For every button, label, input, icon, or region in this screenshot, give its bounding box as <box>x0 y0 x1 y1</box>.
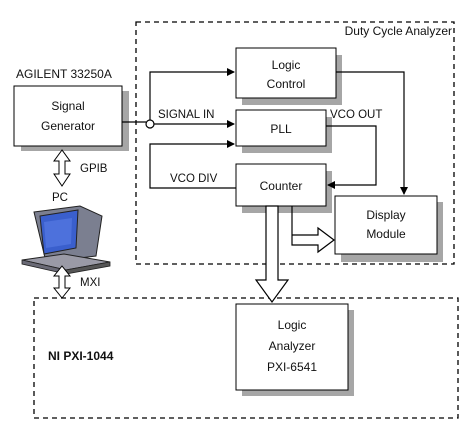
duty-cycle-analyzer-group <box>135 21 455 265</box>
counter-to-logic-analyzer-arrow <box>254 205 290 304</box>
pll-block: PLL <box>235 109 327 147</box>
logic-analyzer-line3: PXI-6541 <box>267 360 317 374</box>
logic-control-block: Logic Control <box>235 47 337 99</box>
counter-block: Counter <box>235 163 327 207</box>
signal-generator-line1: Signal <box>51 99 84 113</box>
gpib-double-arrow <box>53 149 71 187</box>
mxi-double-arrow <box>52 265 72 299</box>
logic-analyzer-line2: Analyzer <box>269 339 316 353</box>
ni-pxi-group <box>33 297 459 419</box>
vco-out-label: VCO OUT <box>330 109 382 121</box>
signal-in-label: SIGNAL IN <box>158 109 214 121</box>
gpib-label: GPIB <box>80 163 108 175</box>
display-module-block: Display Module <box>334 195 438 255</box>
ni-pxi-title: NI PXI-1044 <box>48 349 114 363</box>
pll-label: PLL <box>270 122 292 136</box>
agilent-title: AGILENT 33250A <box>16 67 112 81</box>
pc-label: PC <box>52 192 68 204</box>
logic-control-to-display <box>336 71 408 195</box>
counter-to-display-arrow <box>291 206 335 254</box>
vco-div-wire <box>149 140 236 189</box>
signal-generator-block: Signal Generator <box>13 85 123 147</box>
display-module-line1: Display <box>366 208 405 222</box>
connectors <box>122 68 408 195</box>
signal-generator-line2: Generator <box>41 119 95 133</box>
logic-analyzer-line1: Logic <box>278 318 307 332</box>
vco-out-wire <box>326 125 377 189</box>
signal-to-logic-control <box>149 68 235 120</box>
vco-div-label: VCO DIV <box>170 173 218 185</box>
logic-analyzer-block: Logic Analyzer PXI-6541 <box>235 303 349 391</box>
counter-label: Counter <box>260 179 303 193</box>
mxi-label: MXI <box>80 277 100 289</box>
logic-control-line1: Logic <box>272 58 301 72</box>
computer-icon <box>21 205 111 275</box>
duty-cycle-analyzer-title: Duty Cycle Analyzer <box>345 24 452 38</box>
logic-control-line2: Control <box>267 77 306 91</box>
display-module-line2: Module <box>366 227 406 241</box>
signal-junction <box>145 119 155 129</box>
